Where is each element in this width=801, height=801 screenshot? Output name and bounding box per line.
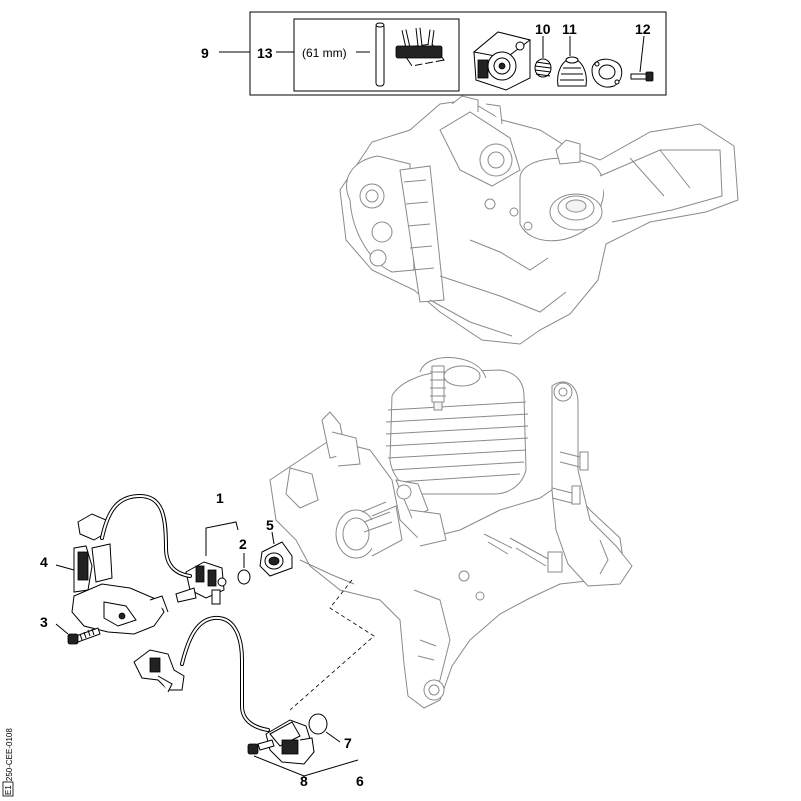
- callout-10: 10: [535, 21, 551, 37]
- callout-6: 6: [356, 773, 364, 789]
- callout-13: 13: [257, 45, 273, 61]
- callout-8: 8: [300, 773, 308, 789]
- o-ring-part: [237, 553, 251, 585]
- flange-part: [259, 531, 293, 577]
- callout-9: 9: [201, 45, 209, 61]
- engine-block-background: [269, 357, 633, 709]
- callout-1: 1: [216, 490, 224, 506]
- callout-7: 7: [344, 735, 352, 751]
- filter-housing-part: [265, 719, 315, 765]
- dimension-note: (61 mm): [302, 46, 347, 60]
- spring-part: [534, 58, 552, 78]
- callout-11: 11: [562, 21, 577, 37]
- fuel-tube-part: [375, 22, 385, 87]
- carburetor-part: [472, 31, 532, 91]
- screw-part: [630, 71, 654, 82]
- bracket-part: [55, 513, 169, 635]
- drawing-code: F250-CEE-0108: [5, 728, 14, 786]
- cap-part: [557, 56, 587, 87]
- callout-2: 2: [239, 536, 247, 552]
- o-ring-lower-part: [308, 713, 341, 743]
- drawing-mark: E1: [2, 781, 14, 797]
- screw-lower-part: [247, 739, 275, 755]
- drawing-mark-text: E1: [4, 785, 13, 795]
- engine-housing-background: [339, 95, 739, 345]
- callout-12: 12: [635, 21, 651, 37]
- hose-set-part: [395, 27, 445, 87]
- callout-4: 4: [40, 554, 48, 570]
- gasket-part: [591, 58, 623, 88]
- fuel-hose-upper: [100, 493, 192, 578]
- screw-left-part: [55, 623, 101, 645]
- callout-3: 3: [40, 614, 48, 630]
- callout-5: 5: [266, 517, 274, 533]
- valve-assembly-part: [175, 521, 239, 605]
- kit-box: [219, 11, 667, 96]
- fuel-hose-lower: [180, 615, 270, 732]
- lower-bracket-part: [133, 649, 185, 693]
